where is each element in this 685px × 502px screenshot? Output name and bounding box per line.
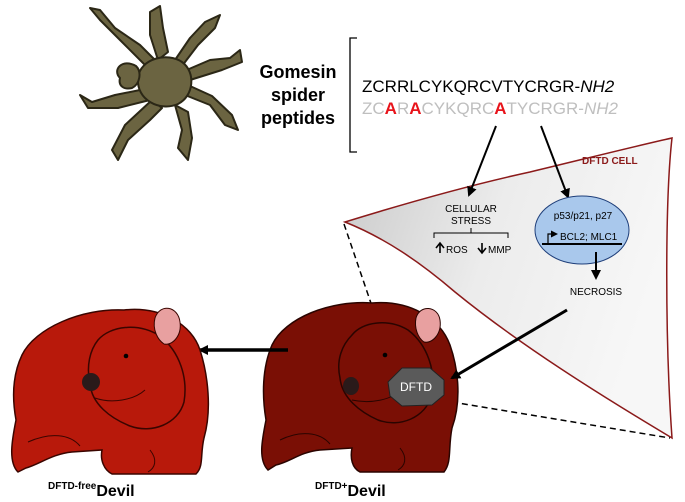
substituted-residue: A bbox=[494, 99, 506, 118]
zoom-line-bottom bbox=[451, 401, 671, 439]
necrosis-label: NECROSIS bbox=[570, 287, 623, 298]
nucleus bbox=[534, 195, 630, 265]
analog-segment: CYKQRC bbox=[422, 99, 495, 118]
arrow-necrosis-to-tumor bbox=[450, 308, 568, 380]
analog-terminus: NH2 bbox=[584, 99, 619, 118]
stress-label-line2: STRESS bbox=[451, 216, 491, 227]
analog-peptide-sequence: ZCARACYKQRCATYCRGR-NH2 bbox=[362, 99, 619, 118]
ros-label: ROS bbox=[446, 245, 468, 256]
devil-dftd-free bbox=[11, 307, 210, 475]
cell-title: DFTD CELL bbox=[582, 156, 638, 167]
down-arrow-icon bbox=[477, 243, 487, 255]
analog-segment: ZC bbox=[362, 99, 385, 118]
devil-free-label: DFTD-freeDevil bbox=[48, 481, 135, 500]
nucleus-line2: BCL2; MLC1 bbox=[560, 232, 618, 243]
stress-bracket bbox=[433, 228, 509, 238]
devil-dftd-positive bbox=[261, 301, 459, 473]
native-peptide-sequence: ZCRRLCYKQRCVTYCRGR-NH2 bbox=[362, 77, 615, 96]
up-arrow-icon bbox=[435, 241, 445, 253]
arrow-peptide-to-nucleus bbox=[540, 125, 570, 199]
arrow-peptide-to-stress bbox=[467, 125, 497, 197]
spider-illustration bbox=[79, 5, 243, 161]
substituted-residue: A bbox=[385, 99, 397, 118]
spider-label-line3: peptides bbox=[261, 108, 335, 128]
stress-label-line1: CELLULAR bbox=[445, 204, 497, 215]
tumor-label: DFTD bbox=[400, 380, 432, 394]
analog-segment: R bbox=[397, 99, 409, 118]
mmp-label: MMP bbox=[488, 245, 512, 256]
substituted-residue: A bbox=[409, 99, 421, 118]
promoter-arrow-icon bbox=[547, 230, 558, 244]
spider-label-line2: spider bbox=[271, 85, 325, 105]
analog-segment: TYCRGR- bbox=[507, 99, 584, 118]
peptide-bracket bbox=[349, 37, 357, 153]
devil-positive-label: DFTD+Devil bbox=[315, 481, 386, 500]
tumor-blob bbox=[387, 367, 445, 407]
nucleus-line1: p53/p21, p27 bbox=[554, 211, 613, 222]
spider-label-line1: Gomesin bbox=[259, 62, 336, 82]
